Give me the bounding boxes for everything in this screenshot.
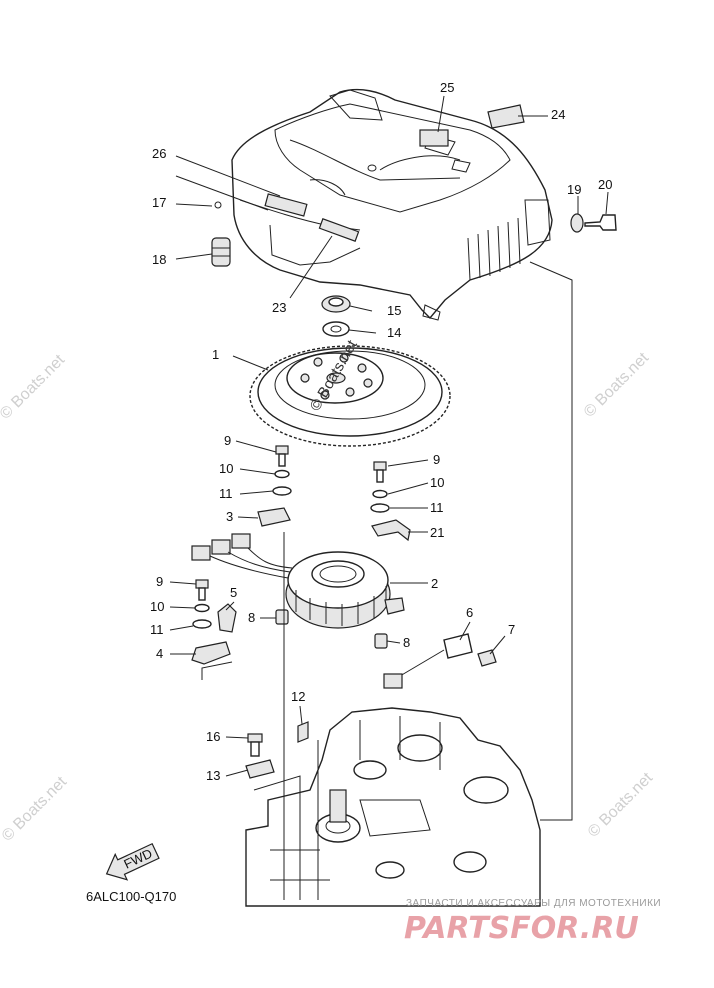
clamp-15 [245,759,275,779]
washer-10-lower [194,603,210,613]
callout-11-c: 11 [150,622,164,637]
callout-13: 14 [387,325,401,340]
decal-24 [318,218,360,242]
decal-23 [419,129,449,147]
callout-19: 19 [567,182,581,197]
decal-25 [264,193,308,217]
callout-7: 7 [508,622,515,637]
callout-9-a: 9 [224,433,231,448]
callout-10-b: 10 [430,475,444,490]
washer-10-right [372,489,388,499]
washer-19 [570,213,584,233]
engine-block [245,707,541,907]
fwd-arrow: FWD [105,842,160,881]
bolt-20 [584,214,617,231]
callout-20: 20 [598,177,612,192]
callouts: 25 24 26 17 18 19 20 23 15 14 1 9 10 11 … [150,80,612,783]
bolt-9-upper [275,445,289,467]
brand-subtitle: ЗАПЧАСТИ И АКСЕССУАРЫ ДЛЯ МОТОТЕХНИКИ [406,898,661,909]
clamp-21 [371,519,411,542]
callout-22: 24 [551,107,565,122]
callout-11-a: 11 [219,486,233,501]
diagram-code: 6ALC100-Q170 [86,889,176,904]
washer-10-upper [274,469,290,479]
callout-9-c: 9 [156,574,163,589]
grommet-18 [211,237,231,267]
callout-16: 16 [206,729,220,744]
bolt-9-lower [195,579,209,601]
callout-10-c: 10 [150,599,164,614]
washer-11-upper [272,486,292,496]
callout-4: 4 [156,646,163,661]
callout-9-b: 9 [433,452,440,467]
callout-18: 18 [152,252,166,267]
watermark-left-top: © Boats.net [0,351,69,423]
flywheel-cover [214,88,553,321]
flywheel-1 [249,345,451,447]
callout-5: 5 [230,585,237,600]
callout-24: 23 [272,300,286,315]
callout-25: 26 [152,146,166,161]
woodruff-key-12 [297,721,309,743]
washer-11-lower [192,619,212,629]
collar-8-left [275,609,289,625]
washer-11-right [370,503,390,513]
callout-12: 12 [291,689,305,704]
callout-11-b: 11 [430,500,444,515]
bolt-16 [247,733,263,757]
collar-8-right [374,633,388,649]
watermark-left-bottom: © Boats.net [0,773,71,845]
callout-8-a: 8 [248,610,255,625]
callout-8-b: 8 [403,635,410,650]
callout-6: 6 [466,605,473,620]
washer-13 [322,321,350,337]
wire-harness [191,533,293,579]
callout-23: 25 [440,80,454,95]
callout-1: 1 [212,347,219,362]
watermark-right-top: © Boats.net [581,349,653,421]
callout-3: 3 [226,509,233,524]
screw-7 [477,649,497,667]
callout-10-a: 10 [219,461,233,476]
callout-17: 17 [152,195,166,210]
decal-22 [487,104,525,129]
stator-2 [285,551,405,629]
callout-21: 21 [430,525,444,540]
callout-2: 2 [431,576,438,591]
brand-title: PARTSFOR.RU [404,911,639,946]
nut-14 [321,295,351,313]
clamp-3 [257,507,291,527]
leader-lines [169,95,609,900]
bolt-9-right [373,461,387,483]
callout-14: 15 [387,303,401,318]
clip-5 [217,603,237,633]
bracket-4 [191,641,231,665]
callout-15: 13 [206,768,220,783]
brand-watermark: ЗАПЧАСТИ И АКСЕССУАРЫ ДЛЯ МОТОТЕХНИКИ PA… [404,898,661,946]
watermark-right-bottom: © Boats.net [585,769,657,841]
pulser-coil-6 [383,633,473,689]
